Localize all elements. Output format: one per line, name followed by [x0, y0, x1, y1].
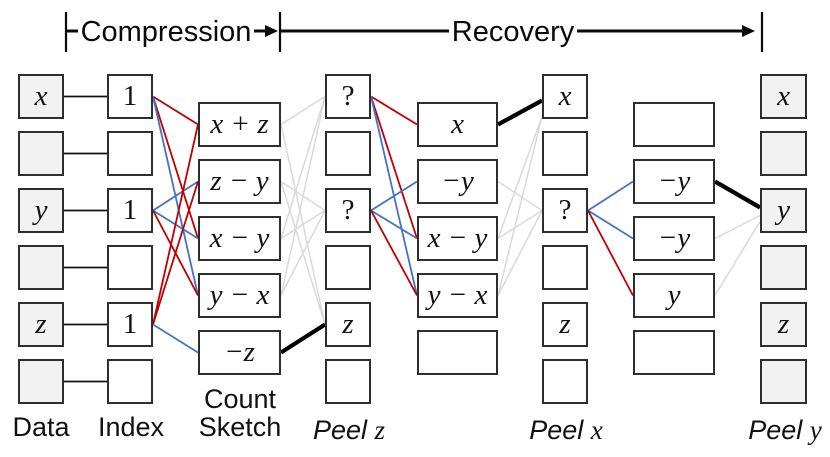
column-label-count-sketch: Count Sketch	[199, 385, 282, 441]
peel-z-to-after-edge-negative	[370, 209, 418, 240]
peel-z-cell: z	[325, 302, 371, 347]
after-peel-z-cell	[417, 330, 498, 375]
index-to-sketch-edge-positive	[152, 96, 199, 239]
peel-x-cell	[542, 131, 588, 176]
index-to-sketch-edge-positive	[152, 95, 199, 126]
peel-z-cell	[325, 359, 371, 404]
peel-z-to-after-edge-positive	[370, 95, 418, 126]
index-cell	[107, 131, 153, 176]
after-peel-x-cell: y	[633, 273, 715, 318]
column-label-data: Data	[12, 412, 70, 442]
index-cell: 1	[107, 302, 153, 347]
peel-y-cell: x	[760, 74, 807, 119]
sketch-cell: y − x	[198, 273, 281, 318]
data-cell	[18, 131, 64, 176]
after-peel-x-cell: −y	[633, 159, 715, 204]
edge-layer	[64, 95, 762, 383]
count-sketch-label-line2: Sketch	[198, 412, 282, 442]
sketch-cell: −z	[198, 330, 281, 375]
after-x-to-peel-y-edge-peel	[713, 179, 762, 210]
after-peel-z-cell: −y	[417, 159, 498, 204]
recovery-arrowhead-icon	[742, 25, 755, 37]
after-peel-z-cell: x	[417, 102, 498, 147]
peel-y-label-word: Peel	[748, 415, 803, 445]
sketch-cell: z − y	[198, 159, 281, 204]
peel-z-cell: ?	[325, 188, 371, 233]
index-cell: 1	[107, 74, 153, 119]
index-to-sketch-edge-positive	[152, 124, 199, 325]
compression-label: Compression	[81, 16, 252, 48]
after-z-to-peel-x-edge-faded	[497, 116, 543, 239]
peel-x-to-after-edge-positive	[587, 210, 634, 296]
after-peel-x-cell: −y	[633, 216, 715, 261]
peel-x-to-after-edge-negative	[587, 209, 634, 240]
data-cell	[18, 245, 64, 290]
column-label-peel-x: Peel x	[529, 416, 603, 444]
peel-z-label-word: Peel	[312, 415, 368, 445]
index-cell: 1	[107, 188, 153, 233]
after-z-to-peel-x-edge-faded	[497, 180, 543, 212]
phase-banner: Compression Recovery	[64, 12, 764, 52]
peel-z-to-after-edge-positive	[370, 96, 418, 239]
sketch-to-peel-z-edge-faded	[280, 96, 326, 239]
after-x-to-peel-y-edge-faded	[714, 221, 761, 296]
sketch-to-peel-z-edge-faded	[280, 96, 326, 296]
sketch-cell: x + z	[198, 102, 281, 147]
peel-x-cell: ?	[542, 188, 588, 233]
peel-z-cell	[325, 245, 371, 290]
sketch-to-peel-z-edge-faded	[280, 210, 326, 296]
peel-x-to-after-edge-negative	[587, 180, 634, 212]
peel-x-cell: x	[542, 74, 588, 119]
peel-y-cell	[760, 131, 807, 176]
index-to-sketch-edge-negative	[152, 323, 199, 354]
peel-y-cell: z	[760, 302, 807, 347]
column-label-index: Index	[97, 412, 165, 442]
after-peel-x-cell	[633, 330, 715, 375]
peel-x-cell	[542, 359, 588, 404]
index-to-sketch-edge-positive	[152, 181, 199, 325]
peel-y-cell: y	[760, 188, 807, 233]
sketch-to-peel-z-edge-peel	[279, 322, 327, 355]
data-cell: y	[18, 188, 64, 233]
data-cell: z	[18, 302, 64, 347]
sketch-cell: x − y	[198, 216, 281, 261]
index-cell	[107, 359, 153, 404]
peel-z-cell: ?	[325, 74, 371, 119]
sketch-to-peel-z-edge-faded	[280, 209, 326, 240]
peel-z-cell	[325, 131, 371, 176]
compression-arrowhead-icon	[265, 25, 278, 37]
column-label-peel-z: Peel z	[313, 416, 385, 444]
after-z-to-peel-x-edge-faded	[497, 210, 543, 296]
after-peel-z-cell: x − y	[417, 216, 498, 261]
peel-x-label-word: Peel	[529, 415, 584, 445]
after-peel-x-cell	[633, 102, 715, 147]
data-cell	[18, 359, 64, 404]
after-z-to-peel-x-edge-peel	[496, 98, 544, 127]
peel-x-cell: z	[542, 302, 588, 347]
data-cell: x	[18, 74, 64, 119]
peel-y-cell	[760, 245, 807, 290]
column-label-peel-y: Peel y	[748, 416, 822, 444]
index-cell	[107, 245, 153, 290]
peel-x-cell	[542, 245, 588, 290]
peel-y-label-var: y	[809, 415, 822, 445]
count-sketch-label-line1: Count	[203, 384, 277, 414]
peel-z-to-after-edge-positive	[370, 210, 418, 296]
index-to-sketch-edge-negative	[152, 180, 199, 212]
after-x-to-peel-y-edge-faded	[714, 214, 761, 240]
peel-z-to-after-edge-negative	[370, 180, 418, 212]
after-z-to-peel-x-edge-faded	[497, 116, 543, 296]
after-z-to-peel-x-edge-faded	[497, 209, 543, 240]
peel-y-cell	[760, 359, 807, 404]
after-peel-z-cell: y − x	[417, 273, 498, 318]
peel-z-label-var: z	[374, 415, 386, 445]
peel-x-label-var: x	[590, 415, 603, 445]
sketch-to-peel-z-edge-faded	[280, 95, 326, 126]
recovery-label: Recovery	[452, 16, 575, 48]
